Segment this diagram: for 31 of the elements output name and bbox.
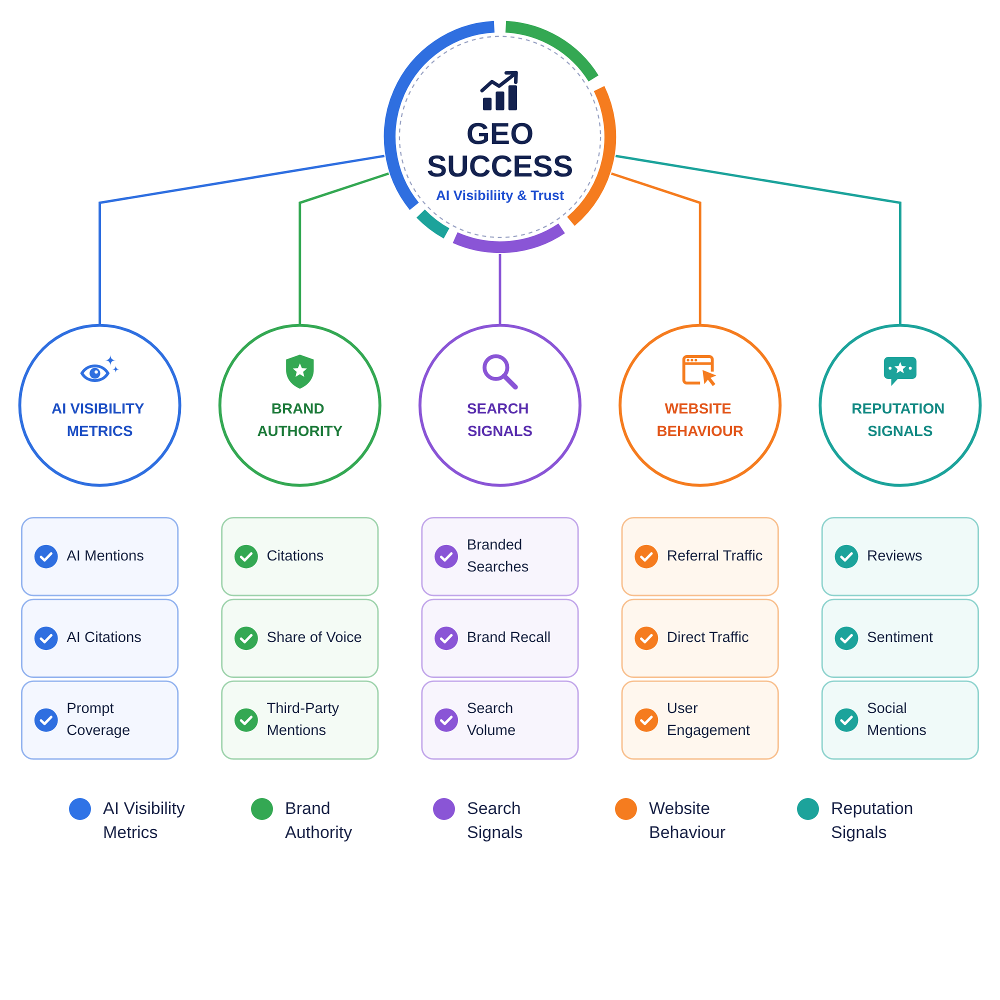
- legend-label: Website Behaviour: [649, 798, 727, 844]
- node-box: Referral Traffic: [621, 516, 779, 596]
- node-circle: WEBSITE BEHAVIOUR: [618, 324, 782, 487]
- node-box: Sentiment: [821, 598, 980, 678]
- node-box: Branded Searches: [421, 516, 579, 596]
- node-box: AI Citations: [20, 598, 179, 678]
- node-circle: REPUTATION SIGNALS: [818, 324, 982, 487]
- node-box: Social Mentions: [821, 680, 980, 760]
- legend-label: Brand Authority: [285, 798, 354, 844]
- node-box: Citations: [221, 516, 379, 596]
- node-circle: BRAND AUTHORITY: [218, 324, 382, 487]
- node-box: Direct Traffic: [621, 598, 779, 678]
- node-box: Reviews: [821, 516, 980, 596]
- connector: [98, 154, 385, 326]
- node-box: Share of Voice: [221, 598, 379, 678]
- legend-label: Reputation Signals: [831, 798, 914, 844]
- node-box: Third-Party Mentions: [221, 680, 379, 760]
- node-box: User Engagement: [621, 680, 779, 760]
- node-box: AI Mentions: [20, 516, 179, 596]
- node-circle: AI VISIBILITY METRICS: [18, 324, 182, 487]
- legend-label: Search Signals: [467, 798, 524, 844]
- connector: [298, 172, 390, 326]
- node-text: GEO SUCCESS AI Visibiliity & Trust: [426, 118, 574, 203]
- legend-label: AI Visibility Metrics: [103, 798, 186, 844]
- node-box: Prompt Coverage: [20, 680, 179, 760]
- connector: [610, 172, 702, 326]
- node-circle: SEARCH SIGNALS: [418, 324, 582, 487]
- node-box: Brand Recall: [421, 598, 579, 678]
- node-box: Search Volume: [421, 680, 579, 760]
- connector: [498, 254, 502, 326]
- connector: [615, 154, 902, 326]
